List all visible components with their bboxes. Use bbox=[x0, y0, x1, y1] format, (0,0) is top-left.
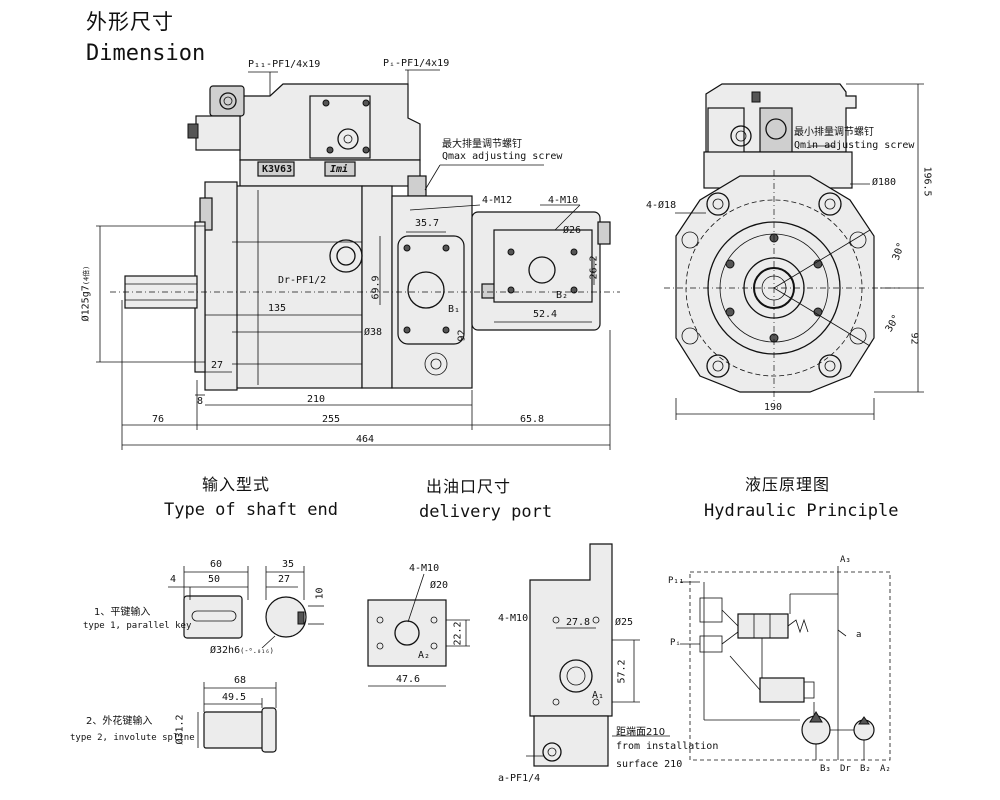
pump-end-view bbox=[664, 83, 924, 420]
dim-92-side: 92 bbox=[908, 332, 920, 345]
distance-label-en-1: from installation bbox=[616, 741, 719, 752]
dim-d38: Ø38 bbox=[364, 327, 383, 338]
nameplate-label: K3V63 bbox=[262, 164, 293, 175]
dim-190: 190 bbox=[764, 402, 783, 413]
distance-label-cn: 距端面210 bbox=[616, 727, 666, 738]
dim-35-7: 35.7 bbox=[415, 218, 440, 229]
dim-57-2: 57.2 bbox=[616, 659, 628, 684]
dim-69-9: 69.9 bbox=[370, 275, 382, 300]
type2-label-en: type 2, involute spline bbox=[70, 733, 195, 743]
dim-196-5: 196.5 bbox=[921, 166, 933, 197]
dim-49-5: 49.5 bbox=[222, 692, 247, 703]
port-dr-label: Dr-PF1/2 bbox=[278, 275, 327, 286]
delivery-port-drawings bbox=[367, 543, 670, 767]
hydraulic-section-title-cn: 液压原理图 bbox=[745, 475, 831, 494]
dim-52-4: 52.4 bbox=[533, 309, 558, 320]
title-chinese: 外形尺寸 bbox=[86, 10, 174, 34]
qmax-label-cn: 最大排量调节螺钉 bbox=[442, 139, 522, 150]
dim-4: 4 bbox=[170, 574, 177, 585]
dim-47-6: 47.6 bbox=[396, 674, 421, 685]
dim-50: 50 bbox=[208, 574, 221, 585]
shaft-section-title-cn: 输入型式 bbox=[202, 475, 271, 494]
dim-68: 68 bbox=[234, 675, 247, 686]
dim-35: 35 bbox=[282, 559, 295, 570]
key-dia-tolerance: (-⁰.₀₁₆) bbox=[240, 647, 274, 655]
shaft-dia-note: (4倍) bbox=[82, 265, 91, 286]
dim-135: 135 bbox=[268, 303, 287, 314]
schematic-a: a bbox=[856, 630, 862, 640]
dim-shaft-dia: Ø125g7(4倍) bbox=[80, 266, 91, 322]
dim-10: 10 bbox=[314, 587, 326, 600]
dim-255: 255 bbox=[322, 414, 341, 425]
a-port-label: a-PF1/4 bbox=[498, 773, 541, 784]
logo-label: Imi bbox=[330, 164, 349, 175]
port-a1-label: A₁ bbox=[592, 690, 605, 701]
shaft-dia-value: Ø125g7 bbox=[80, 285, 92, 322]
port-b1-label: B₁ bbox=[448, 304, 461, 315]
bolts-b2-label: 4-M10 bbox=[548, 195, 579, 206]
side-dia-label: Ø25 bbox=[615, 617, 634, 628]
delivery-bolts-label: 4-M10 bbox=[409, 563, 440, 574]
qmin-label-cn: 最小排量调节螺钉 bbox=[794, 127, 874, 138]
title-english: Dimension bbox=[86, 41, 206, 66]
dim-d26: Ø26 bbox=[563, 225, 582, 236]
dim-92-main: 92 bbox=[456, 329, 468, 342]
delivery-section-title-cn: 出油口尺寸 bbox=[426, 477, 512, 496]
dim-27-main: 27 bbox=[211, 360, 224, 371]
dim-22-2: 22.2 bbox=[452, 621, 464, 646]
pcd-label: Ø180 bbox=[872, 177, 897, 188]
schematic-pi: Pᵢ bbox=[670, 638, 681, 648]
schematic-a2: A₂ bbox=[880, 764, 891, 774]
port-a2-label: A₂ bbox=[418, 650, 431, 661]
dim-27-8: 27.8 bbox=[566, 617, 591, 628]
side-bolts-label: 4-M10 bbox=[498, 613, 529, 624]
port-pn-label: P₁₁-PF1/4x19 bbox=[248, 59, 321, 70]
distance-label-en-2: surface 210 bbox=[616, 759, 683, 770]
schematic-b3: B₃ bbox=[820, 764, 831, 774]
spline-dia-label: Ø31.2 bbox=[174, 714, 186, 745]
schematic-pn: P₁₁ bbox=[668, 576, 685, 586]
schematic-a3: A₃ bbox=[840, 555, 851, 565]
qmax-label-en: Qmax adjusting screw bbox=[442, 151, 563, 162]
shaft-section-title-en: Type of shaft end bbox=[164, 500, 338, 520]
schematic-dr: Dr bbox=[840, 764, 851, 774]
type1-label-en: type 1, parallel key bbox=[83, 621, 192, 631]
hydraulic-section-title-en: Hydraulic Principle bbox=[704, 501, 899, 521]
delivery-dia-label: Ø20 bbox=[430, 580, 449, 591]
schematic-b2: B₂ bbox=[860, 764, 871, 774]
dim-76: 76 bbox=[152, 414, 165, 425]
type2-label-cn: 2、外花键输入 bbox=[86, 716, 153, 727]
qmin-label-en: Qmin adjusting screw bbox=[794, 140, 915, 151]
dim-464: 464 bbox=[356, 434, 375, 445]
delivery-section-title-en: delivery port bbox=[419, 502, 553, 522]
key-dia-label: Ø32h6(-⁰.₀₁₆) bbox=[210, 645, 274, 656]
dim-8: 8 bbox=[197, 396, 204, 407]
dim-210: 210 bbox=[307, 394, 326, 405]
holes-label: 4-Ø18 bbox=[646, 200, 677, 211]
key-dia-value: Ø32h6 bbox=[210, 645, 241, 656]
type1-label-cn: 1、平键输入 bbox=[94, 607, 151, 618]
port-pi-label: Pᵢ-PF1/4x19 bbox=[383, 58, 450, 69]
shaft-end-drawings bbox=[168, 566, 324, 753]
bolts-b1-label: 4-M12 bbox=[482, 195, 513, 206]
dim-60: 60 bbox=[210, 559, 223, 570]
dim-65-8: 65.8 bbox=[520, 414, 545, 425]
hydraulic-schematic bbox=[680, 566, 891, 761]
dim-26-2: 26.2 bbox=[588, 255, 600, 280]
port-b2-label: B₂ bbox=[556, 290, 569, 301]
pump-main-view bbox=[96, 69, 620, 450]
dim-27-key: 27 bbox=[278, 574, 291, 585]
